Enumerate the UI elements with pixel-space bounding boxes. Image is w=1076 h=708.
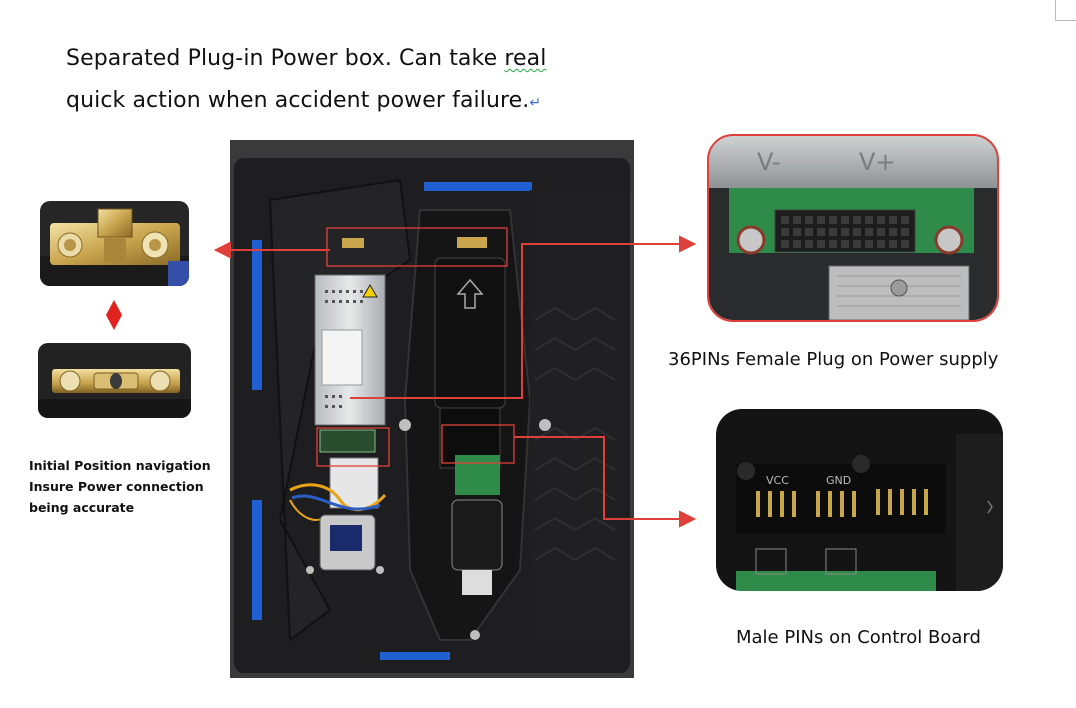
paragraph-mark-icon: ↵ xyxy=(529,95,542,111)
page-corner-mark xyxy=(1055,0,1076,21)
position-note-line-3: being accurate xyxy=(29,500,135,515)
connector-closeup-photo-2 xyxy=(38,343,191,418)
v-minus-label: V- xyxy=(757,148,781,176)
arrow-to-male-pins-line xyxy=(514,436,680,520)
v-plus-label: V+ xyxy=(859,148,896,176)
female-plug-caption: 36PINs Female Plug on Power supply xyxy=(668,349,999,370)
male-pins-caption: Male PINs on Control Board xyxy=(736,627,981,648)
arrow-to-female-plug-line xyxy=(350,243,680,399)
connector-closeup-photo-1 xyxy=(40,201,189,286)
spellcheck-flagged-word: real xyxy=(504,46,547,71)
gnd-label: GND xyxy=(826,474,851,487)
vcc-label: VCC xyxy=(766,474,789,487)
male-pins-photo: VCC GND xyxy=(716,409,1003,591)
arrow-right-head-icon xyxy=(679,510,697,528)
position-note-line-2: Insure Power connection xyxy=(29,479,204,494)
cabinet-back-photo xyxy=(230,140,634,678)
arrow-left-head-icon xyxy=(213,241,231,259)
heading-line-1: Separated Plug-in Power box. Can take re… xyxy=(66,46,546,71)
heading-line-1-text: Separated Plug-in Power box. Can take xyxy=(66,46,505,71)
female-plug-photo: V- V+ xyxy=(707,134,999,322)
heading-line-2-text: quick action when accident power failure… xyxy=(66,88,530,113)
heading-line-2: quick action when accident power failure… xyxy=(66,88,541,113)
position-note-line-1: Initial Position navigation xyxy=(29,458,211,473)
position-note: Initial Position navigation Insure Power… xyxy=(29,455,211,518)
arrow-right-head-icon xyxy=(679,235,697,253)
diamond-icon xyxy=(106,300,122,330)
